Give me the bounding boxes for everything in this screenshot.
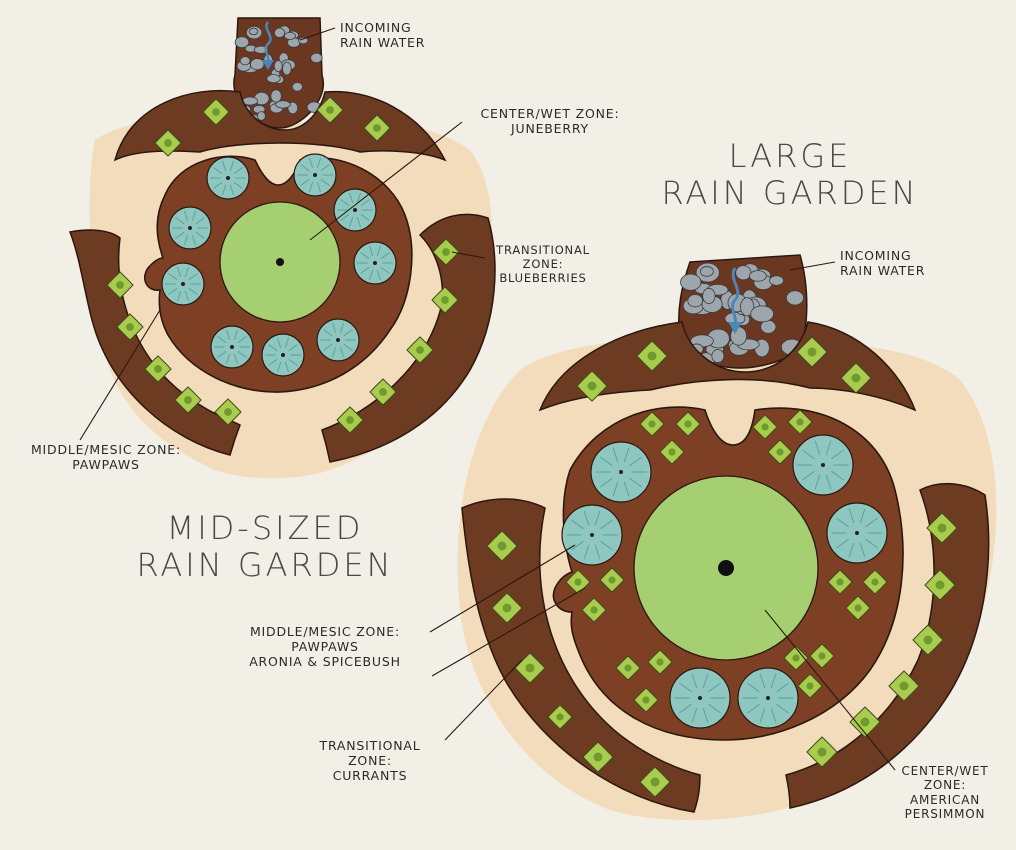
mid-center-tree-marker <box>276 258 284 266</box>
mid-transitional-label-line3: BLUEBERRIES <box>499 271 586 285</box>
mid-tree-2 <box>294 154 336 196</box>
mid-center-label-line1: CENTER/WET ZONE: <box>481 106 620 121</box>
mid-tree-4 <box>169 207 211 249</box>
mid-middle-label: MIDDLE/MESIC ZONE: PAWPAWS <box>6 442 206 472</box>
large-center-tree-marker <box>718 560 734 576</box>
large-middle-label-line3: ARONIA & SPICEBUSH <box>249 654 401 669</box>
mid-center-label: CENTER/WET ZONE: JUNEBERRY <box>460 106 640 136</box>
mid-tree-9 <box>211 326 253 368</box>
mid-tree-6 <box>162 263 204 305</box>
large-center-label: CENTER/WET ZONE: AMERICAN PERSIMMON <box>880 764 1010 822</box>
mid-tree-5 <box>354 242 396 284</box>
large-garden-title: LARGE RAIN GARDEN <box>625 138 955 212</box>
mid-transitional-label: TRANSITIONAL ZONE: BLUEBERRIES <box>478 244 608 285</box>
large-transitional-label-line3: CURRANTS <box>333 768 408 783</box>
mid-garden-title-line1: MID-SIZED <box>167 509 364 547</box>
mid-tree-8 <box>262 334 304 376</box>
large-tree-6 <box>738 668 798 728</box>
large-tree-1 <box>591 442 651 502</box>
large-middle-label-line2: PAWPAWS <box>291 639 358 654</box>
mid-tree-1 <box>207 157 249 199</box>
large-inlet-label-line2: RAIN WATER <box>840 263 925 278</box>
mid-tree-7 <box>317 319 359 361</box>
large-inlet-label-line1: INCOMING <box>840 248 912 263</box>
mid-garden-title-line2: RAIN GARDEN <box>136 546 393 584</box>
mid-middle-label-line1: MIDDLE/MESIC ZONE: <box>31 442 181 457</box>
large-center-label-line2: ZONE: <box>924 778 966 792</box>
large-garden-title-line2: RAIN GARDEN <box>661 174 918 212</box>
large-garden-title-line1: LARGE <box>729 137 852 175</box>
mid-garden-illustration <box>70 18 495 478</box>
mid-garden-title: MID-SIZED RAIN GARDEN <box>115 510 415 584</box>
mid-tree-3 <box>334 189 376 231</box>
large-tree-3 <box>562 505 622 565</box>
large-center-label-line1: CENTER/WET <box>901 764 988 778</box>
large-transitional-label: TRANSITIONAL ZONE: CURRANTS <box>290 738 450 783</box>
large-center-label-line3: AMERICAN <box>910 793 980 807</box>
mid-transitional-label-line2: ZONE: <box>523 257 564 271</box>
large-garden-illustration <box>430 255 996 820</box>
large-transitional-label-line2: ZONE: <box>348 753 392 768</box>
large-tree-2 <box>793 435 853 495</box>
large-inlet-label: INCOMING RAIN WATER <box>840 248 925 278</box>
mid-inlet-label-line1: INCOMING <box>340 20 412 35</box>
large-middle-label: MIDDLE/MESIC ZONE: PAWPAWS ARONIA & SPIC… <box>205 624 445 669</box>
mid-center-label-line2: JUNEBERRY <box>511 121 589 136</box>
large-transitional-label-line1: TRANSITIONAL <box>320 738 421 753</box>
mid-inlet-label-line2: RAIN WATER <box>340 35 425 50</box>
large-tree-4 <box>827 503 887 563</box>
large-tree-5 <box>670 668 730 728</box>
large-center-label-line4: PERSIMMON <box>905 807 986 821</box>
mid-middle-label-line2: PAWPAWS <box>72 457 139 472</box>
large-middle-label-line1: MIDDLE/MESIC ZONE: <box>250 624 400 639</box>
mid-inlet-label: INCOMING RAIN WATER <box>340 20 425 50</box>
mid-transitional-label-line1: TRANSITIONAL <box>496 243 590 257</box>
